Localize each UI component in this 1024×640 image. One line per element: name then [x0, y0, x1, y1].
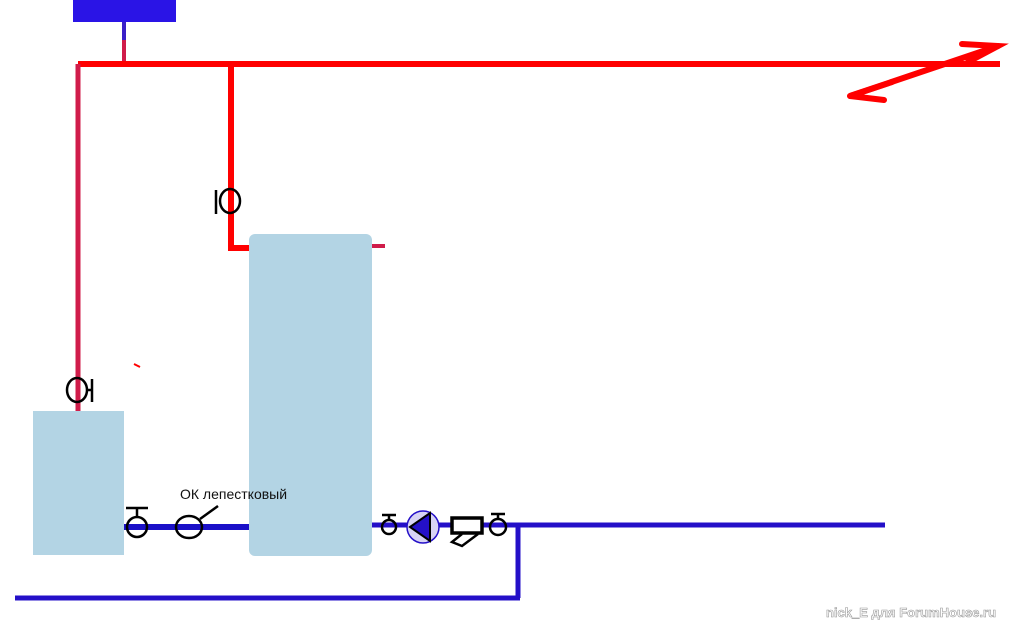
boiler	[33, 411, 124, 555]
ball-valve-icon	[488, 512, 508, 537]
stray-mark	[133, 363, 141, 368]
ball-valve-icon	[125, 506, 149, 539]
ball-valve-icon	[65, 376, 94, 404]
check-valve-icon	[174, 504, 219, 540]
ball-valve-icon	[214, 187, 242, 215]
check-valve-label: ОК лепестковый	[180, 486, 288, 502]
ball-valve-icon	[380, 513, 398, 536]
strainer-filter-icon	[449, 516, 484, 548]
watermark: nick_E для ForumHouse.ru	[826, 605, 997, 621]
double-arrow-icon	[847, 41, 1009, 103]
buffer-tank	[249, 234, 372, 556]
circulation-pump-icon	[406, 510, 440, 544]
expansion-tank	[73, 0, 176, 22]
